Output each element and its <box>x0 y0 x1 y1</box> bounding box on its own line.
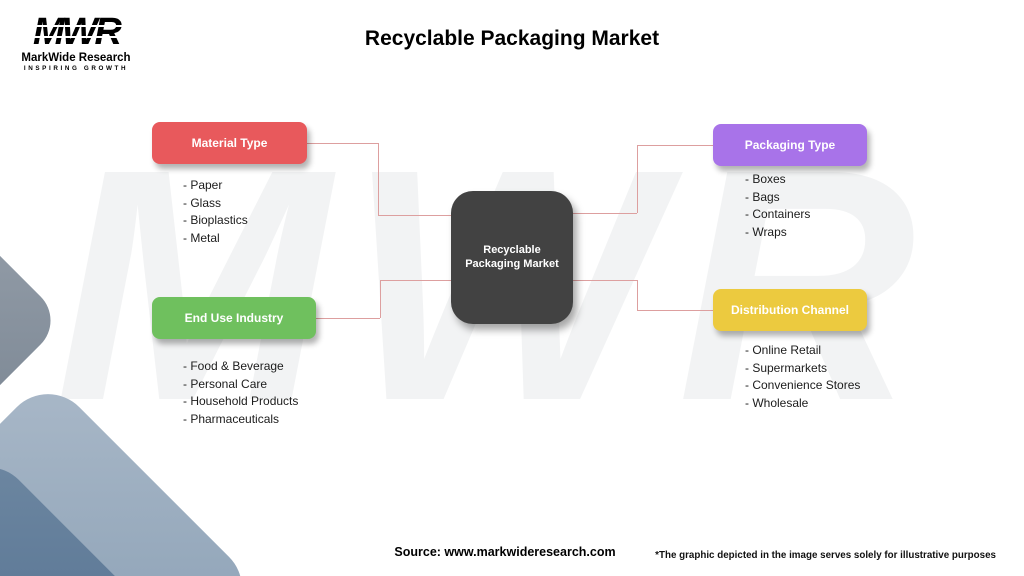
node-material-type-label: Material Type <box>191 136 268 150</box>
list-item: - Metal <box>183 230 220 245</box>
logo-name: MarkWide Research <box>21 52 131 64</box>
list-item: - Supermarkets <box>745 360 828 375</box>
connector-packaging-h2 <box>573 213 637 214</box>
list-item: - Paper <box>183 178 223 192</box>
end-use-industry-list: - Food & Beverage - Personal Care - Hous… <box>183 358 298 428</box>
node-distribution-channel-label: Distribution Channel <box>731 303 849 317</box>
logo-tagline: INSPIRING GROWTH <box>23 65 129 72</box>
center-node-label: Recyclable Packaging Market <box>465 244 559 270</box>
list-item: - Pharmaceuticals <box>183 411 280 426</box>
list-item: - Convenience Stores <box>745 378 861 392</box>
list-item: - Food & Beverage <box>183 359 284 373</box>
logo-stripe <box>24 36 128 38</box>
list-item: - Personal Care <box>183 376 268 391</box>
list-item: - Household Products <box>183 394 299 408</box>
center-node-recyclable-packaging-market: Recyclable Packaging Market <box>451 191 573 324</box>
connector-packaging-h1 <box>637 145 713 146</box>
connector-distribution-v <box>637 280 638 310</box>
node-material-type: Material Type <box>152 122 307 164</box>
connector-material-v <box>378 143 379 215</box>
page-title: Recyclable Packaging Market <box>364 27 660 50</box>
connector-enduse-h1 <box>316 318 380 319</box>
node-end-use-industry-label: End Use Industry <box>184 311 284 325</box>
connector-packaging-v <box>637 145 638 213</box>
connector-distribution-h2 <box>573 280 637 281</box>
node-packaging-type: Packaging Type <box>713 124 867 166</box>
logo-stripe <box>24 25 128 27</box>
material-type-list: - Paper - Glass - Bioplastics - Metal <box>183 177 248 247</box>
list-item: - Online Retail <box>745 343 822 357</box>
list-item: - Wraps <box>745 224 787 239</box>
list-item: - Containers <box>745 207 811 221</box>
list-item: - Glass <box>183 195 222 210</box>
list-item: - Boxes <box>745 172 786 186</box>
connector-enduse-v <box>380 280 381 318</box>
list-item: - Bioplastics <box>183 213 248 227</box>
distribution-channel-list: - Online Retail - Supermarkets - Conveni… <box>745 342 860 412</box>
source-text: Source: www.markwideresearch.com <box>394 545 616 559</box>
connector-material-h2 <box>378 215 451 216</box>
markwide-research-logo: MWR MarkWide Research INSPIRING GROWTH <box>20 12 132 72</box>
node-end-use-industry: End Use Industry <box>152 297 316 339</box>
node-distribution-channel: Distribution Channel <box>713 289 867 331</box>
node-packaging-type-label: Packaging Type <box>744 138 836 152</box>
list-item: - Wholesale <box>745 395 809 410</box>
logo-monogram: MWR <box>20 12 132 52</box>
connector-distribution-h1 <box>637 310 713 311</box>
connector-enduse-h2 <box>380 280 451 281</box>
connector-material-h1 <box>307 143 378 144</box>
packaging-type-list: - Boxes - Bags - Containers - Wraps <box>745 171 810 241</box>
logo-monogram-text: MWR <box>33 11 122 53</box>
disclaimer-text: *The graphic depicted in the image serve… <box>655 550 996 561</box>
list-item: - Bags <box>745 189 780 204</box>
